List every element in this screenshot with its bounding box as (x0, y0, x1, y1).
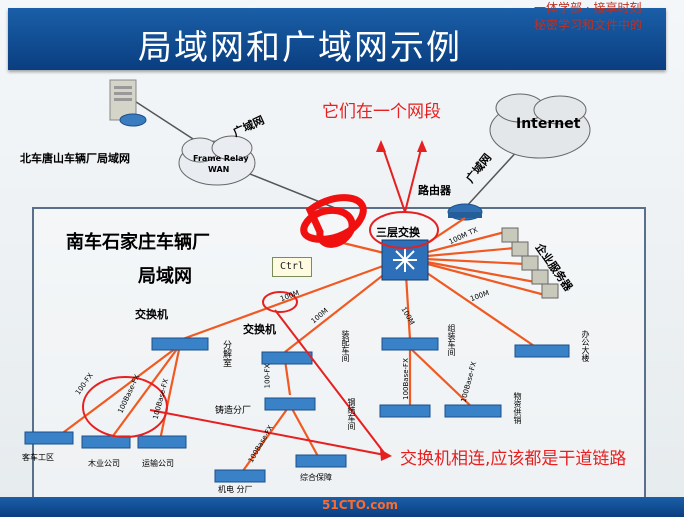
keche-label: 客车工区 (22, 453, 54, 462)
callout-trunk-link: 交换机相连,应该都是干道链路 (400, 449, 627, 469)
annotations (82, 144, 439, 456)
router-icon (447, 203, 483, 221)
link-100basefx-4: 100Base-FX (401, 358, 410, 400)
internet-link (464, 147, 521, 209)
slide-title: 局域网和广域网示例 (138, 28, 462, 68)
bottom-bar (0, 497, 684, 517)
frame-relay-cloud-icon (178, 135, 256, 186)
beiche-label: 北车唐山车辆厂局域网 (20, 152, 130, 165)
nanche-label-1: 南车石家庄车辆厂 (66, 232, 210, 253)
arrow-heads (376, 140, 427, 461)
backbone-links (59, 217, 546, 476)
watermark: 51CTO.com (322, 498, 399, 512)
yunshu-label: 运输公司 (142, 459, 174, 468)
internet-cloud-icon (489, 93, 591, 159)
ctrl-key-indicator: Ctrl (272, 257, 312, 277)
internet-label: Internet (516, 116, 581, 132)
overlay-line-1: 一体学部 · 接享时刻 (534, 1, 642, 15)
link-100fx-2: 100-FX (263, 363, 272, 389)
switch-label-left: 交换机 (135, 308, 168, 321)
switch-label-mid: 交换机 (243, 323, 276, 336)
nanche-label-2: 局域网 (138, 266, 192, 287)
gangjie-label: 钢结车间 (347, 398, 356, 430)
frame-relay-label: Frame Relay (193, 154, 249, 163)
switch-icon (24, 337, 570, 483)
bangong-label: 办公大楼 (581, 330, 590, 362)
wan-label: WAN (208, 165, 230, 174)
server-stack-icon (501, 227, 559, 299)
overlay-text: 一体学部 · 接享时刻 秘密学习和文件中的 (534, 0, 684, 40)
zonghe-label: 综合保障 (300, 473, 332, 482)
jidian-label: 机电 分厂 (218, 485, 253, 494)
l3-switch-label: 三层交换 (376, 226, 420, 239)
ink-scribble (300, 194, 367, 248)
wuzi-label: 物资供销 (513, 392, 522, 424)
callout-same-segment: 它们在一个网段 (322, 102, 441, 122)
router-left-icon (119, 113, 147, 127)
zhuangpei-label: 装配车间 (341, 330, 350, 362)
zhuzhao-label: 铸造分厂 (215, 406, 252, 416)
router-label: 路由器 (418, 184, 451, 197)
overlay-line-2: 秘密学习和文件中的 (534, 18, 643, 32)
muye-label: 木业公司 (88, 459, 120, 468)
zuzhuang-label: 组装车间 (447, 324, 456, 356)
title-bar: 局域网和广域网示例 (8, 8, 666, 70)
fenjiesi-label: 分解室 (221, 340, 231, 367)
